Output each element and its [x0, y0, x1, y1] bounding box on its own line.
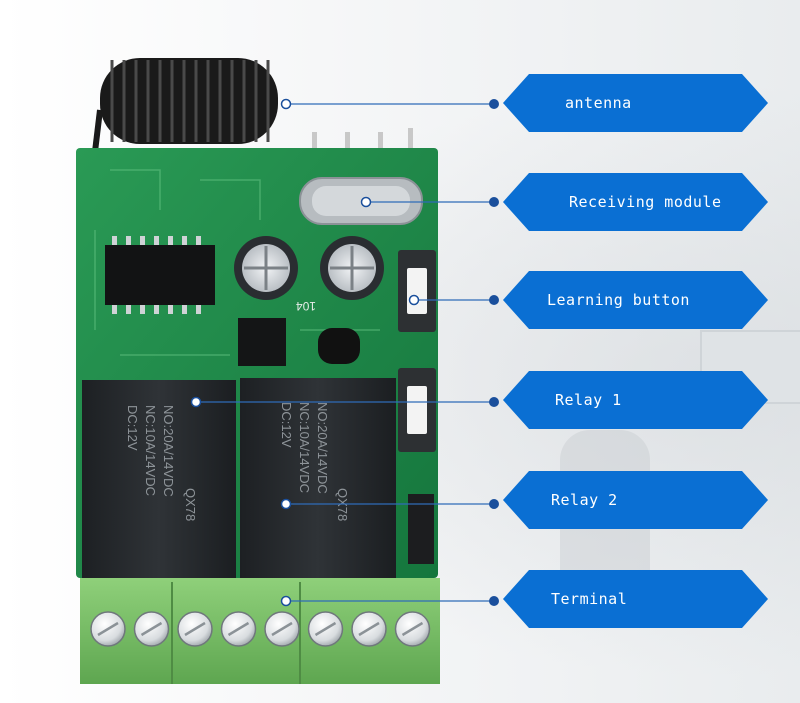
terminal-screw-slot	[401, 621, 424, 637]
relay-2-markings: QX78 NO:20A/14VDC NC:10A/14VDC DC:12V	[279, 402, 350, 521]
svg-text:DC:12V: DC:12V	[125, 405, 140, 451]
antenna-label-text: antenna	[565, 94, 632, 112]
terminal-screws	[90, 611, 431, 647]
terminal-screw-slot	[358, 621, 380, 637]
capacitor-2	[320, 236, 384, 300]
learning-button-label: Learning button	[503, 271, 768, 329]
terminal-label-text: Terminal	[551, 590, 628, 608]
ic-chip-small	[238, 318, 286, 366]
learning-button	[398, 250, 436, 332]
relay1-label-text: Relay 1	[555, 391, 622, 409]
svg-text:NC:10A/14VDC: NC:10A/14VDC	[143, 405, 158, 496]
side-button-2	[398, 368, 436, 452]
capacitor-marking: 104	[296, 299, 316, 313]
callout-lines	[190, 98, 499, 607]
learning-button-label-text: Learning button	[547, 291, 690, 309]
receiving-module-label: Receiving module	[503, 173, 768, 231]
relay2-label-text: Relay 2	[551, 491, 618, 509]
terminal-screw-slot	[184, 621, 206, 637]
svg-text:NO:20A/14VDC: NO:20A/14VDC	[315, 402, 330, 494]
transistor	[318, 328, 360, 364]
svg-text:QX78: QX78	[183, 488, 198, 521]
relay2-label: Relay 2	[503, 471, 768, 529]
terminal-screw-slot	[97, 621, 119, 637]
relay1-label: Relay 1	[503, 371, 768, 429]
relay-1-markings: QX78 NO:20A/14VDC NC:10A/14VDC DC:12V	[125, 405, 198, 521]
svg-text:NC:10A/14VDC: NC:10A/14VDC	[297, 402, 312, 493]
ic-chip-main	[105, 236, 215, 314]
antenna-coil	[91, 58, 278, 161]
relay-1: QX78 NO:20A/14VDC NC:10A/14VDC DC:12V	[82, 380, 236, 578]
relay-2: QX78 NO:20A/14VDC NC:10A/14VDC DC:12V	[240, 378, 396, 578]
antenna-label: antenna	[503, 74, 768, 132]
terminal-label: Terminal	[503, 570, 768, 628]
svg-text:QX78: QX78	[335, 488, 350, 521]
terminal-screw-slot	[314, 621, 337, 637]
terminal-screw-slot	[271, 621, 293, 637]
capacitor-1	[234, 236, 298, 300]
svg-text:NO:20A/14VDC: NO:20A/14VDC	[161, 405, 176, 497]
svg-text:DC:12V: DC:12V	[279, 402, 294, 448]
terminal-screw-slot	[227, 621, 250, 637]
diode	[408, 494, 434, 564]
receiving-module-label-text: Receiving module	[569, 193, 722, 211]
terminal-screw-slot	[140, 621, 163, 637]
header-pins	[312, 128, 413, 152]
